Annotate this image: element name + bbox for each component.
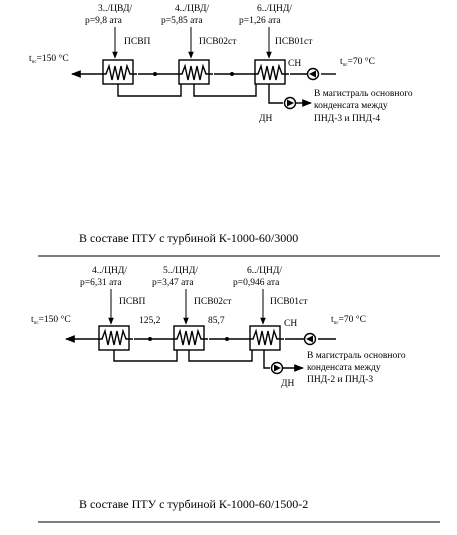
pump-main-label: СН <box>284 319 297 329</box>
drain-line <box>117 84 182 97</box>
pump-dn-icon <box>270 361 284 375</box>
heater-label: ПСВП <box>124 37 151 47</box>
drain-line <box>193 84 257 97</box>
extraction-pressure: p=6,31 ата <box>80 278 122 288</box>
pump-sn-icon <box>306 67 320 81</box>
extraction-pressure: p=1,26 ата <box>239 16 281 26</box>
extraction-pressure: p=9,8 ата <box>85 16 123 26</box>
pump-dn-icon <box>283 96 297 110</box>
mid-temp-label: 125,2 <box>139 316 161 326</box>
caption: В составе ПТУ с турбиной К-1000-60/3000 <box>79 231 298 245</box>
mid-temp-label: 85,7 <box>208 316 225 326</box>
extraction-2: 5../ЦНД/ p=3,47 ата <box>152 266 198 288</box>
temp-in-label: tпс=70 °С <box>331 314 366 326</box>
extraction-pressure: p=5,85 ата <box>161 16 203 26</box>
temp-in-label: tпс=70 °С <box>340 56 375 68</box>
junction-dot <box>230 72 234 76</box>
extraction-3: 6../ЦНД/ p=1,26 ата <box>239 4 292 26</box>
heater-1 <box>95 325 133 351</box>
heater-label: ПСВ01ст <box>270 297 308 307</box>
extraction-1: 4../ЦНД/ p=6,31 ата <box>80 266 127 288</box>
destination-note: В магистраль основного <box>314 89 413 99</box>
extraction-stage-label: 3../ЦВД/ <box>98 4 132 14</box>
pump-main-label: СН <box>288 59 301 69</box>
extraction-stage-label: 5../ЦНД/ <box>163 266 198 276</box>
pump-drain-label: ДН <box>281 379 294 389</box>
heater-label: ПСВ02ст <box>199 37 237 47</box>
heater-2 <box>175 59 213 85</box>
temp-out-label: tпс=150 °С <box>31 314 71 326</box>
extraction-1: 3../ЦВД/ p=9,8 ата <box>85 4 132 26</box>
extraction-stage-label: 4../ЦНД/ <box>92 266 127 276</box>
temp-out-label: tпс=150 °С <box>29 53 69 65</box>
diagram-2: 4../ЦНД/ p=6,31 ата 5../ЦНД/ p=3,47 ата … <box>31 266 440 523</box>
extraction-2: 4../ЦВД/ p=5,85 ата <box>161 4 209 26</box>
junction-dot <box>153 72 157 76</box>
heater-2 <box>170 325 208 351</box>
extraction-pressure: p=3,47 ата <box>152 278 194 288</box>
drain-line <box>188 350 253 362</box>
extraction-stage-label: 6../ЦНД/ <box>257 4 292 14</box>
drain-line <box>268 84 283 104</box>
destination-note: ПНД-3 и ПНД-4 <box>314 114 380 124</box>
extraction-3: 6../ЦНД/ p=0,946 ата <box>233 266 282 288</box>
heater-label: ПСВ02ст <box>194 297 232 307</box>
heater-label: ПСВП <box>119 297 146 307</box>
destination-note: В магистраль основного <box>307 351 406 361</box>
extraction-pressure: p=0,946 ата <box>233 278 280 288</box>
extraction-stage-label: 6../ЦНД/ <box>247 266 282 276</box>
drain-line <box>263 350 270 369</box>
destination-note: конденсата между <box>314 101 388 111</box>
junction-dot <box>225 337 229 341</box>
destination-note: конденсата между <box>307 363 381 373</box>
heater-3 <box>246 325 284 351</box>
junction-dot <box>148 337 152 341</box>
caption: В составе ПТУ с турбиной К-1000-60/1500-… <box>79 497 308 511</box>
diagram-1: 3../ЦВД/ p=9,8 ата 4../ЦВД/ p=5,85 ата 6… <box>29 4 440 257</box>
pump-drain-label: ДН <box>259 114 272 124</box>
pump-sn-icon <box>303 332 317 346</box>
heater-3 <box>251 59 289 85</box>
destination-note: ПНД-2 и ПНД-3 <box>307 375 373 385</box>
drain-line <box>113 350 178 362</box>
extraction-stage-label: 4../ЦВД/ <box>175 4 209 14</box>
heater-1 <box>99 59 137 85</box>
heater-label: ПСВ01ст <box>275 37 313 47</box>
